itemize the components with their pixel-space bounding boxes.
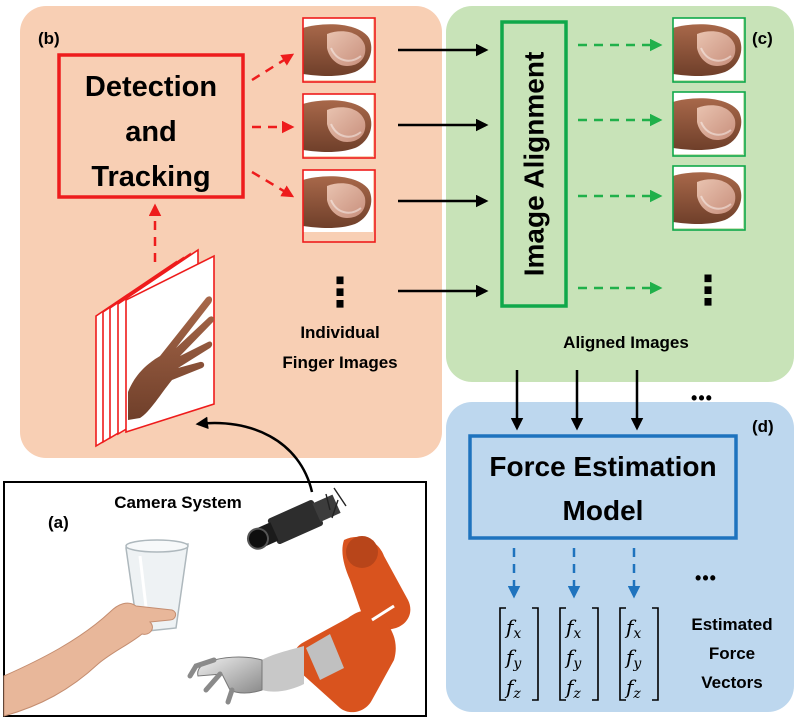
camera-icon <box>246 487 347 550</box>
panel-b-tag: (b) <box>38 29 60 48</box>
video-frame-stack <box>95 248 215 448</box>
estimated-caption-2: Force <box>709 644 755 663</box>
x-subscript: x <box>633 626 641 642</box>
aligned-image-2 <box>672 91 746 157</box>
x-subscript: x <box>573 626 581 642</box>
z-subscript: z <box>632 686 641 702</box>
panel-a-tag: (a) <box>48 513 69 532</box>
estimated-caption-1: Estimated <box>691 615 772 634</box>
finger-image-1 <box>302 17 376 83</box>
image-alignment-label: Image Alignment <box>519 52 550 277</box>
y-subscript: y <box>572 656 582 672</box>
force-vectors-more: ••• <box>695 568 717 588</box>
z-subscript: z <box>512 686 521 702</box>
model-line-1: Force Estimation <box>489 451 716 482</box>
x-subscript: x <box>513 626 521 642</box>
detect-arrow-1 <box>251 53 295 82</box>
detection-line-2: and <box>125 116 177 148</box>
finger-image-2 <box>302 93 376 159</box>
aligned-image-3 <box>672 165 746 231</box>
y-subscript: y <box>512 656 522 672</box>
aligned-images-more: ⋮ <box>688 269 728 313</box>
estimated-caption-3: Vectors <box>701 673 762 692</box>
camera-system-label: Camera System <box>114 493 242 512</box>
robot-arm-icon <box>187 536 411 713</box>
camera-to-frames-arrow <box>195 416 314 493</box>
detection-tracking-box <box>57 53 245 199</box>
panel-d-tag: (d) <box>752 417 774 436</box>
image-alignment-box <box>500 20 568 308</box>
detection-line-3: Tracking <box>91 161 210 193</box>
force-vector-2: fx fy fz <box>559 607 599 702</box>
detect-arrow-3 <box>251 170 295 198</box>
finger-caption-1: Individual <box>300 323 379 342</box>
z-subscript: z <box>572 686 581 702</box>
finger-image-3 <box>302 169 376 243</box>
force-estimation-model-box <box>468 434 738 540</box>
hand-holding-cup-icon <box>3 602 177 717</box>
finger-images-more: ⋮ <box>320 271 360 315</box>
panel-c-tag: (c) <box>752 29 773 48</box>
detection-line-1: Detection <box>85 71 217 103</box>
y-subscript: y <box>632 656 642 672</box>
aligned-image-1 <box>672 17 746 83</box>
finger-caption-2: Finger Images <box>282 353 397 372</box>
aligned-images-caption: Aligned Images <box>563 333 689 352</box>
aligned-to-model-more: ••• <box>691 388 713 408</box>
model-line-2: Model <box>563 495 644 526</box>
